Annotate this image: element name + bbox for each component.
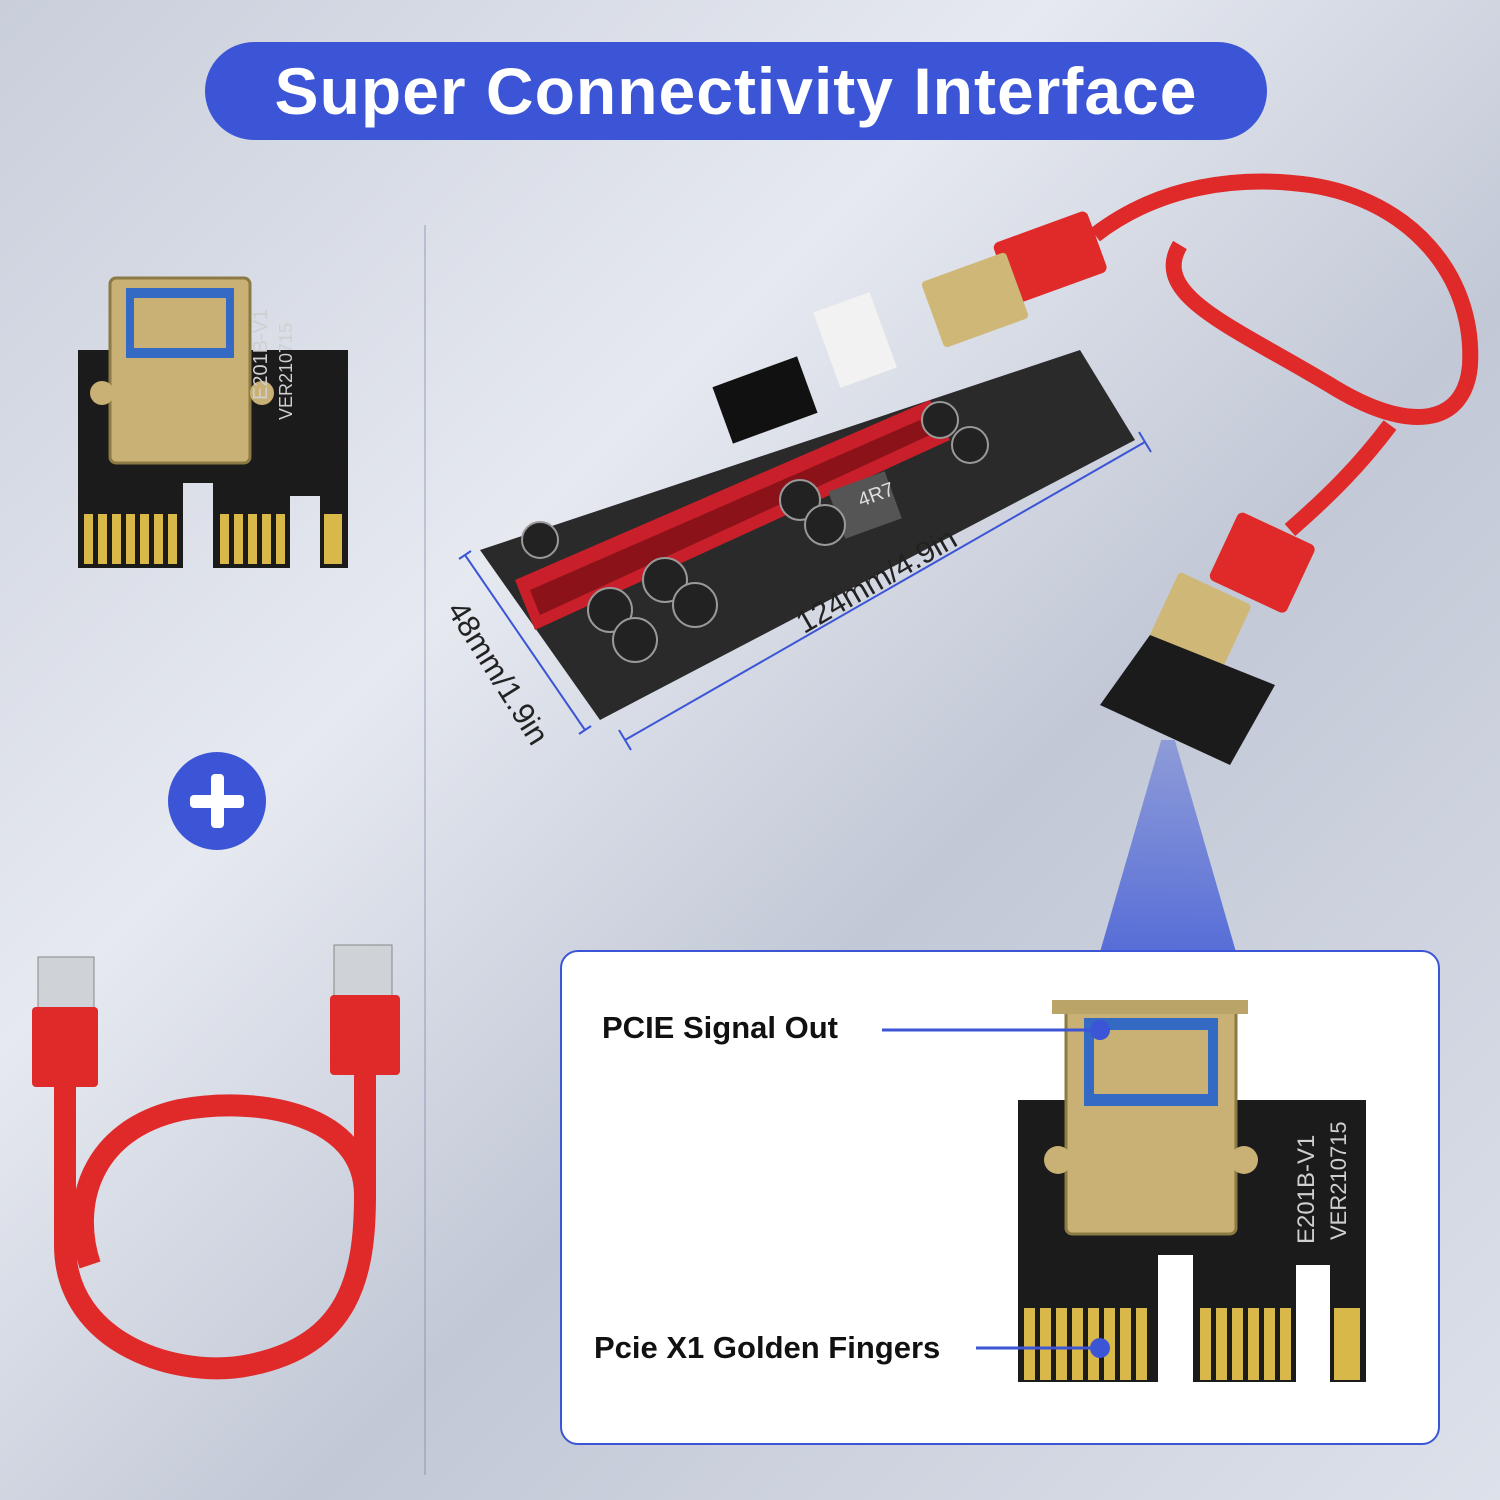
closeup-model-mark: E201B-V1 xyxy=(1293,1134,1320,1244)
banner-title: Super Connectivity Interface xyxy=(274,54,1198,128)
adapter-model-mark: E201B-V1 xyxy=(250,308,272,400)
callout-leader-lines xyxy=(882,1020,1110,1358)
riser-cable-image xyxy=(921,173,1479,765)
closeup-version-mark: VER210715 xyxy=(1326,1121,1351,1240)
vertical-divider xyxy=(424,225,426,1475)
riser-board-image xyxy=(480,292,1135,720)
plus-icon xyxy=(168,752,266,850)
usb-adapter-card-image xyxy=(78,276,348,568)
pcie-signal-out-label: PCIE Signal Out xyxy=(602,1010,838,1045)
adapter-version-mark: VER210715 xyxy=(276,322,296,420)
dimension-lines xyxy=(458,431,1152,751)
usb-cable-image xyxy=(32,944,400,1380)
highlight-beam xyxy=(1100,740,1236,952)
golden-fingers-label: Pcie X1 Golden Fingers xyxy=(594,1330,941,1365)
title-banner: Super Connectivity Interface xyxy=(205,42,1267,140)
